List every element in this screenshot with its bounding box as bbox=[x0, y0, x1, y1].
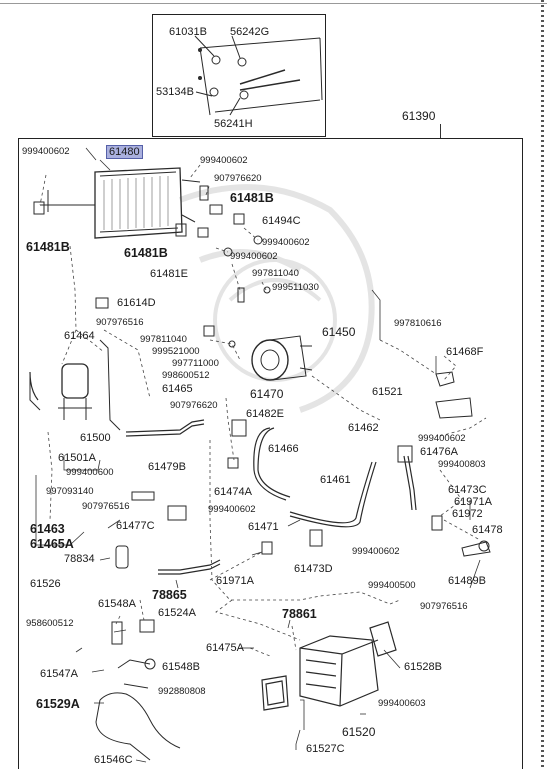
part-label-61476A[interactable]: 61476A bbox=[420, 446, 458, 458]
part-label-907976516[interactable]: 907976516 bbox=[420, 601, 468, 612]
part-label-997093140[interactable]: 997093140 bbox=[46, 486, 94, 497]
part-label-999400602[interactable]: 999400602 bbox=[208, 504, 256, 515]
part-label-999400602[interactable]: 999400602 bbox=[262, 237, 310, 248]
part-label-61475A[interactable]: 61475A bbox=[206, 642, 244, 654]
part-label-61473C[interactable]: 61473C bbox=[448, 484, 487, 496]
assembly-label-61390[interactable]: 61390 bbox=[402, 109, 436, 123]
assembly-frame bbox=[18, 138, 523, 769]
part-label-61547A[interactable]: 61547A bbox=[40, 668, 78, 680]
part-label-61494C[interactable]: 61494C bbox=[262, 215, 301, 227]
inset-drawing bbox=[194, 35, 323, 116]
part-label-78865[interactable]: 78865 bbox=[152, 588, 187, 602]
part-label-61466[interactable]: 61466 bbox=[268, 443, 299, 455]
part-label-61465A[interactable]: 61465A bbox=[30, 537, 74, 551]
part-label-61461[interactable]: 61461 bbox=[320, 474, 351, 486]
part-label-999400500[interactable]: 999400500 bbox=[368, 580, 416, 591]
evaporator-unit-drawing bbox=[261, 621, 397, 711]
part-label-999521000[interactable]: 999521000 bbox=[152, 346, 200, 357]
callout-leaders bbox=[35, 147, 481, 763]
compressor-drawing bbox=[251, 335, 313, 381]
page-right-edge bbox=[541, 0, 544, 768]
assembly-tick bbox=[440, 124, 441, 138]
part-label-999400602[interactable]: 999400602 bbox=[352, 546, 400, 557]
part-label-61500[interactable]: 61500 bbox=[80, 432, 111, 444]
part-label-61031B[interactable]: 61031B bbox=[169, 26, 207, 38]
part-label-999511030[interactable]: 999511030 bbox=[272, 282, 319, 293]
part-label-78834[interactable]: 78834 bbox=[64, 553, 95, 565]
part-label-999400602[interactable]: 999400602 bbox=[418, 433, 466, 444]
part-label-61465[interactable]: 61465 bbox=[162, 383, 193, 395]
part-label-53134B[interactable]: 53134B bbox=[156, 86, 194, 98]
part-label-61470[interactable]: 61470 bbox=[250, 387, 284, 401]
part-label-907976620[interactable]: 907976620 bbox=[170, 400, 218, 411]
part-label-61526[interactable]: 61526 bbox=[30, 578, 61, 590]
part-label-61971A[interactable]: 61971A bbox=[454, 496, 492, 508]
part-label-999400602[interactable]: 999400602 bbox=[230, 251, 278, 262]
part-label-999400602[interactable]: 999400602 bbox=[22, 146, 70, 157]
part-label-61489B[interactable]: 61489B bbox=[448, 575, 486, 587]
inset-frame bbox=[152, 14, 326, 137]
part-label-999400803[interactable]: 999400803 bbox=[438, 459, 486, 470]
part-label-958600512[interactable]: 958600512 bbox=[26, 618, 74, 629]
part-label-61546C[interactable]: 61546C bbox=[94, 754, 133, 766]
part-label-61482E[interactable]: 61482E bbox=[246, 408, 284, 420]
part-label-907976620[interactable]: 907976620 bbox=[214, 173, 262, 184]
part-label-999400603[interactable]: 999400603 bbox=[378, 698, 426, 709]
part-label-61520[interactable]: 61520 bbox=[342, 725, 376, 739]
part-label-998600512[interactable]: 998600512 bbox=[162, 370, 210, 381]
part-label-61481B[interactable]: 61481B bbox=[124, 246, 168, 260]
receiver-drier-drawing bbox=[29, 339, 121, 431]
part-label-61972[interactable]: 61972 bbox=[452, 508, 483, 520]
part-label-61548B[interactable]: 61548B bbox=[162, 661, 200, 673]
page-top-rule bbox=[0, 3, 547, 4]
part-label-61477C[interactable]: 61477C bbox=[116, 520, 155, 532]
part-label-61481E[interactable]: 61481E bbox=[150, 268, 188, 280]
part-label-78861[interactable]: 78861 bbox=[282, 607, 317, 621]
part-label-61614D[interactable]: 61614D bbox=[117, 297, 156, 309]
part-label-61529A[interactable]: 61529A bbox=[36, 697, 80, 711]
part-label-61480-highlighted[interactable]: 61480 bbox=[106, 145, 143, 159]
part-label-992880808[interactable]: 992880808 bbox=[158, 686, 206, 697]
part-label-61481B[interactable]: 61481B bbox=[26, 240, 70, 254]
part-label-61548A[interactable]: 61548A bbox=[98, 598, 136, 610]
part-label-61524A[interactable]: 61524A bbox=[158, 607, 196, 619]
part-label-997810616[interactable]: 997810616 bbox=[394, 318, 442, 329]
wiring-harness-drawing bbox=[95, 658, 181, 761]
part-label-61478[interactable]: 61478 bbox=[472, 524, 503, 536]
part-label-61450[interactable]: 61450 bbox=[322, 325, 356, 339]
hoses-drawing bbox=[29, 371, 417, 575]
part-label-997711000[interactable]: 997711000 bbox=[172, 358, 219, 369]
part-label-61479B[interactable]: 61479B bbox=[148, 461, 186, 473]
part-label-999400602[interactable]: 999400602 bbox=[200, 155, 248, 166]
part-label-56242G[interactable]: 56242G bbox=[230, 26, 270, 38]
condenser-drawing bbox=[33, 167, 201, 239]
part-label-61474A[interactable]: 61474A bbox=[214, 486, 252, 498]
part-label-61521[interactable]: 61521 bbox=[372, 386, 403, 398]
part-label-61471[interactable]: 61471 bbox=[248, 521, 279, 533]
part-label-61468F[interactable]: 61468F bbox=[446, 346, 484, 358]
part-label-997811040[interactable]: 997811040 bbox=[140, 334, 187, 345]
part-label-907976516[interactable]: 907976516 bbox=[82, 501, 130, 512]
part-label-61481B[interactable]: 61481B bbox=[230, 191, 274, 205]
fittings-drawing bbox=[95, 185, 271, 348]
part-label-907976516[interactable]: 907976516 bbox=[96, 317, 144, 328]
part-label-61462[interactable]: 61462 bbox=[348, 422, 379, 434]
part-label-997811040[interactable]: 997811040 bbox=[252, 268, 299, 279]
part-label-61464[interactable]: 61464 bbox=[64, 330, 95, 342]
part-label-61527C[interactable]: 61527C bbox=[306, 743, 345, 755]
brackets-drawing bbox=[111, 371, 491, 645]
part-label-61501A[interactable]: 61501A bbox=[58, 452, 96, 464]
part-label-56241H[interactable]: 56241H bbox=[214, 118, 253, 130]
part-label-61473D[interactable]: 61473D bbox=[294, 563, 333, 575]
part-label-61463[interactable]: 61463 bbox=[30, 522, 65, 536]
leader-lines bbox=[39, 164, 487, 657]
part-label-61971A[interactable]: 61971A bbox=[216, 575, 254, 587]
part-label-61528B[interactable]: 61528B bbox=[404, 661, 442, 673]
part-label-999400600[interactable]: 999400600 bbox=[66, 467, 114, 478]
